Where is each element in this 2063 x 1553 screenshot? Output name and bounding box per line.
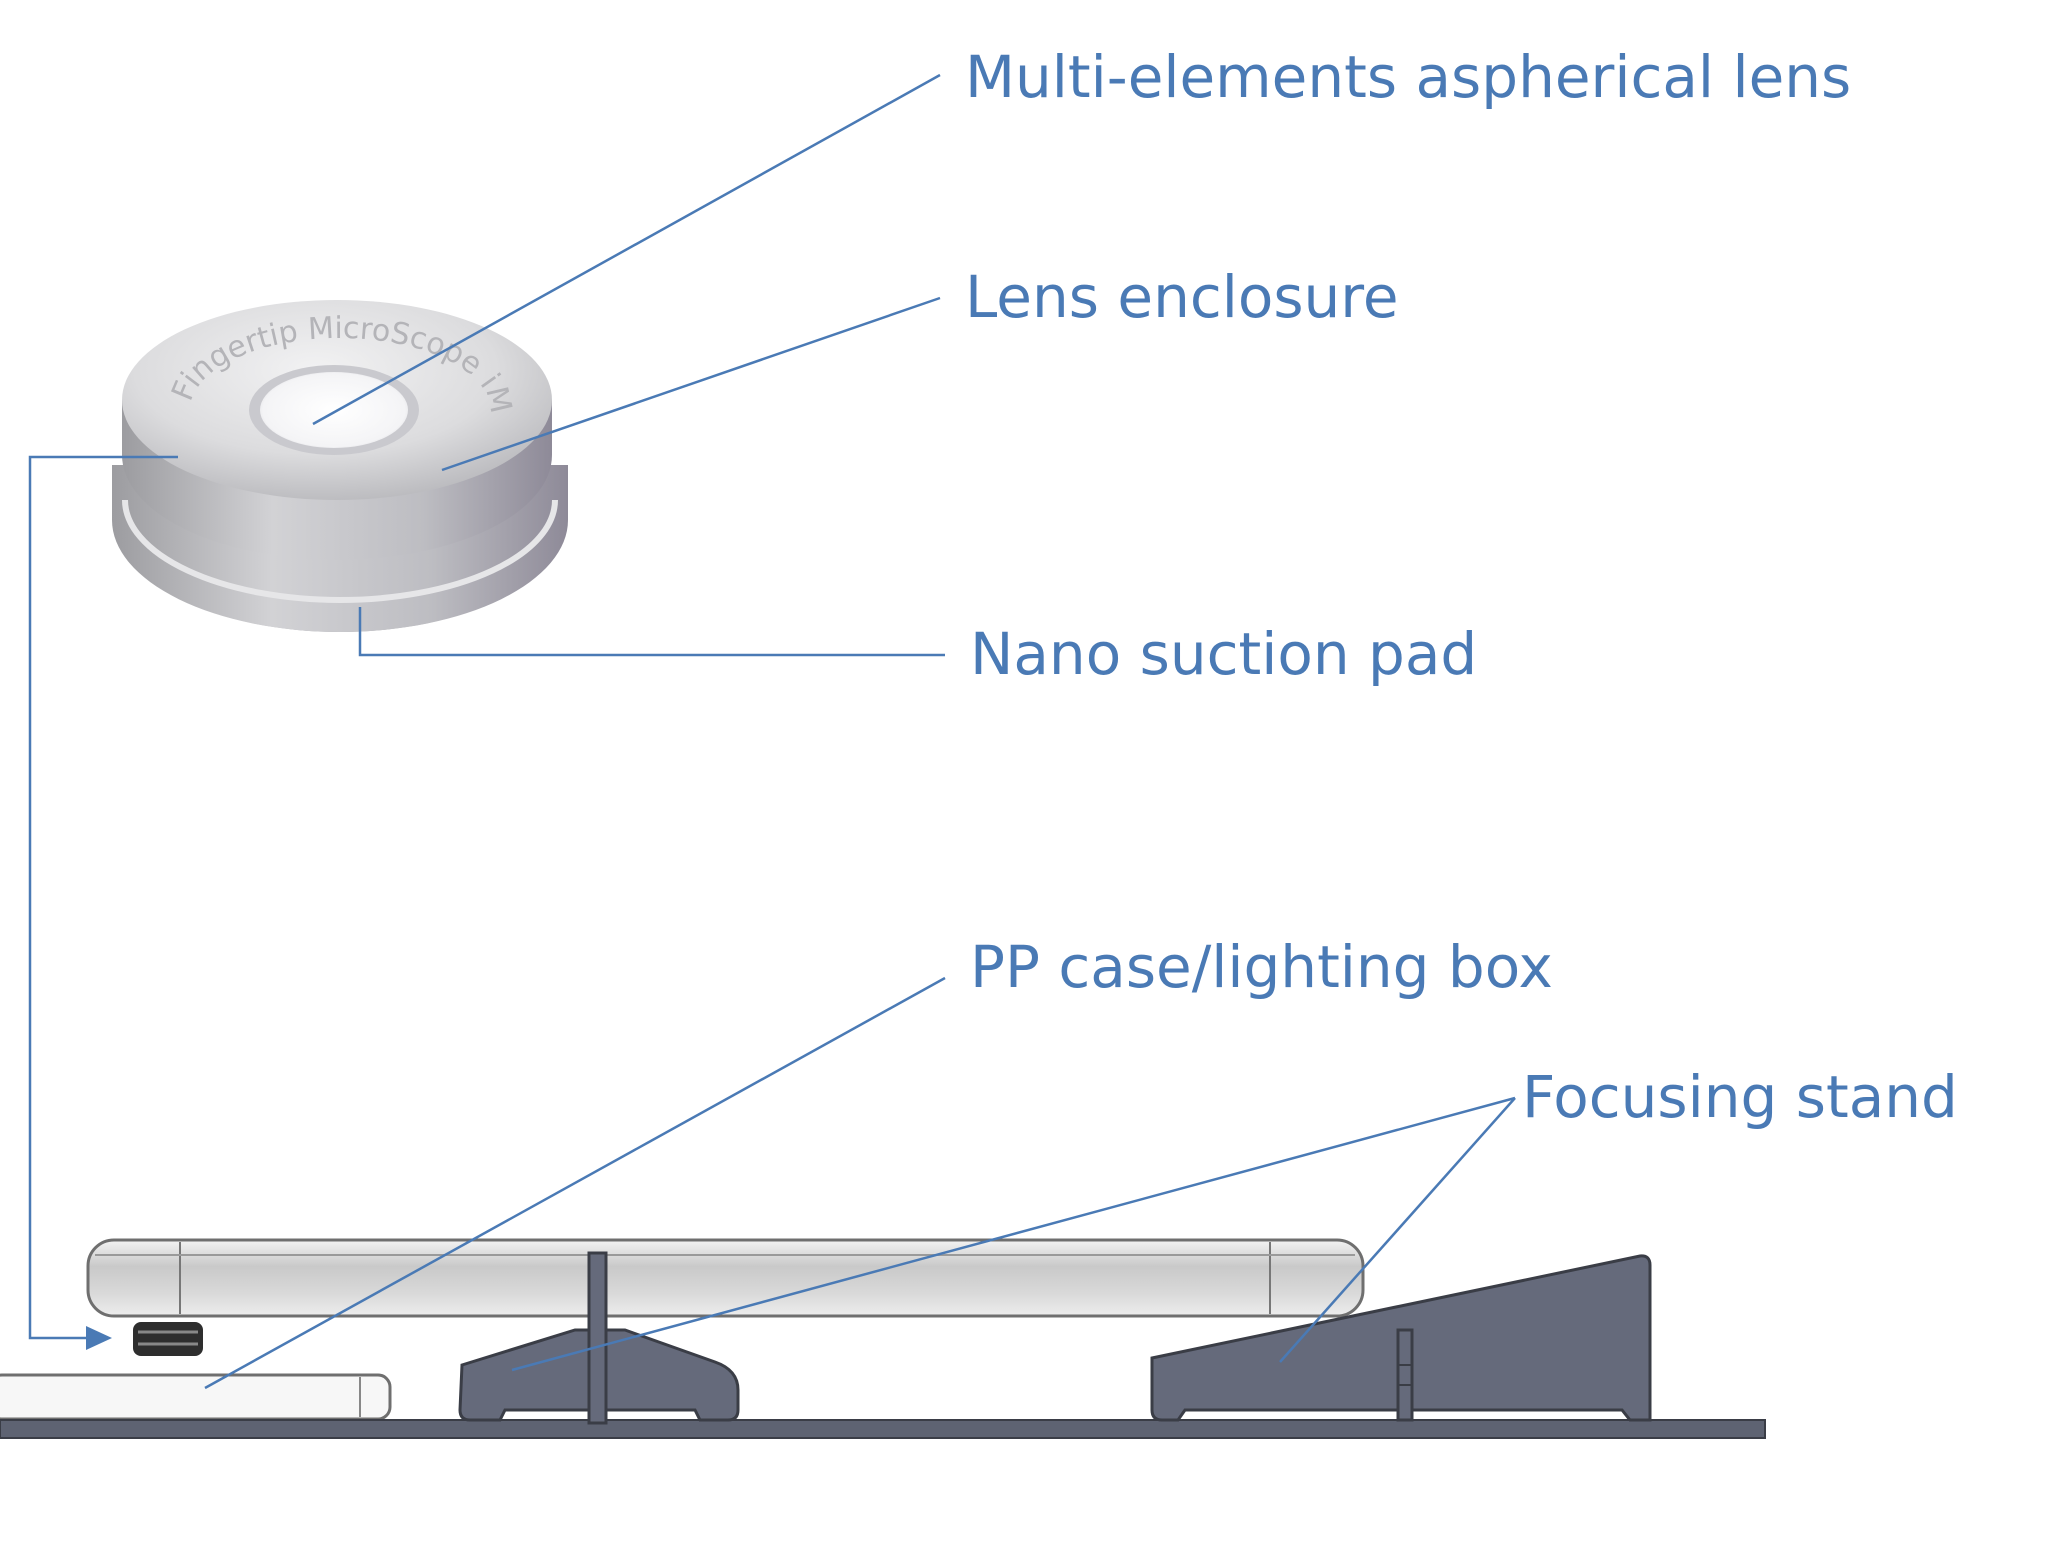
stand-right-slot [1396, 1328, 1414, 1422]
leader-stand-left [511, 1096, 1516, 1372]
lens-enclosure-cap: Fingertip MicroScope iMicro Q3 [0, 0, 568, 632]
leader-enclosure [441, 296, 941, 472]
pp-case-lower [0, 1373, 392, 1421]
label-suction-pad: Nano suction pad [970, 620, 1478, 688]
lens-module-side [133, 1322, 203, 1356]
base-plate [0, 1419, 1766, 1439]
leader-suction-pad [358, 607, 945, 657]
focusing-stand-left [458, 1251, 740, 1425]
focusing-stand-right [1150, 1254, 1652, 1422]
case-body [86, 1238, 1365, 1318]
leader-lines [28, 73, 1516, 1390]
lighting-box [0, 1373, 392, 1421]
cap-rim-highlight [122, 499, 558, 603]
connector-arrowhead [86, 1326, 112, 1350]
pp-case-top [86, 1238, 1365, 1318]
leader-stand-right [1279, 1097, 1516, 1363]
label-lens: Multi-elements aspherical lens [965, 43, 1852, 111]
leader-lens [312, 73, 941, 426]
label-stand: Focusing stand [1522, 1063, 1958, 1131]
label-case: PP case/lighting box [970, 933, 1553, 1001]
lens-module-body [133, 1322, 203, 1356]
label-enclosure: Lens enclosure [965, 263, 1399, 331]
connector-line [28, 455, 178, 1340]
stand-left-post [587, 1251, 608, 1425]
leader-case [204, 976, 946, 1390]
